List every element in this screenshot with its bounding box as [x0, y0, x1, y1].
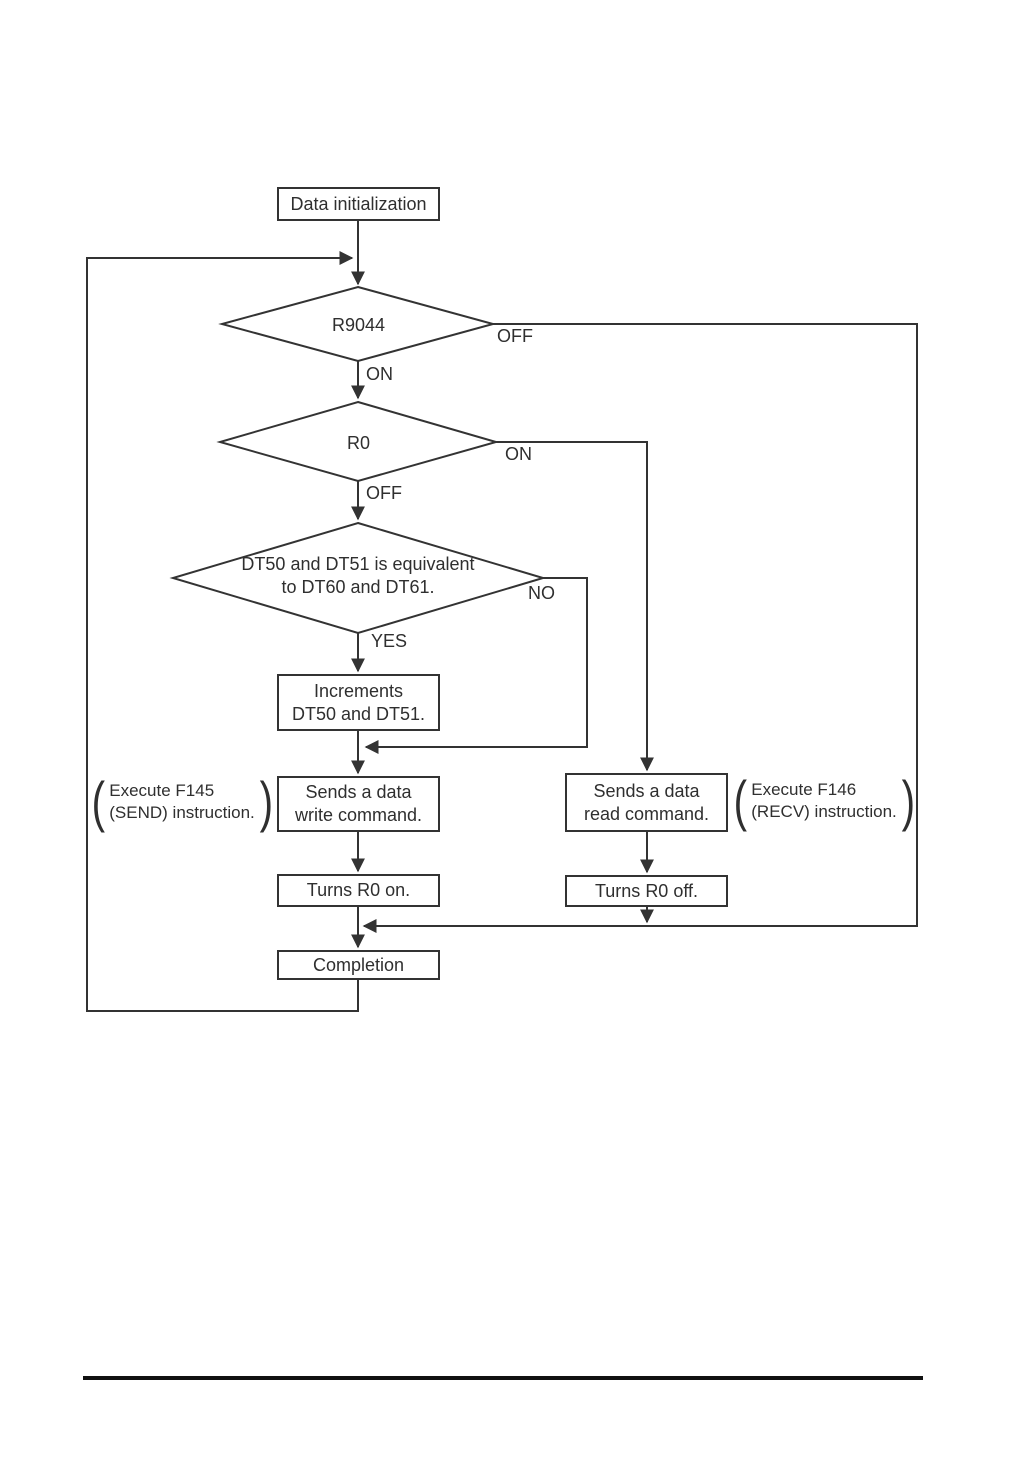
process-text-line: Turns R0 off. [594, 880, 699, 901]
footer-rule [83, 1376, 923, 1380]
start-box-label: Data initialization [290, 193, 427, 214]
connector-loop-completion-to-top [86, 251, 359, 1012]
annotation-line: (RECV) instruction. [751, 802, 897, 821]
branch-label-r9044-on: ON [366, 364, 393, 384]
process-text-line: write command. [294, 805, 423, 825]
branch-label-dt-yes: YES [371, 631, 408, 651]
process-text-line: Completion [312, 954, 405, 975]
process-turns-r0-off-box: Turns R0 off. [565, 875, 728, 907]
process-text-line: Turns R0 on. [306, 880, 411, 900]
connector-r9044-off-branch [362, 323, 918, 933]
annotation-execute-f146-recv: ( Execute F146 (RECV) instruction. ) [733, 769, 915, 832]
branch-label-dt-no: NO [528, 583, 555, 603]
branch-label-r0-off: OFF [366, 483, 402, 503]
annotation-line: Execute F145 [109, 781, 215, 800]
process-turns-r0-on-box: Turns R0 on. [277, 874, 440, 907]
annotation-execute-f145-send: ( Execute F145 (SEND) instruction. ) [91, 770, 273, 833]
branch-label-r9044-off: OFF [497, 326, 533, 346]
start-box: Data initialization [277, 187, 440, 221]
process-text-line: Sends a data [593, 780, 700, 801]
open-paren: ( [733, 769, 747, 832]
annotation-text: Execute F145 (SEND) instruction. [109, 780, 254, 824]
branch-label-r0-on: ON [505, 444, 532, 464]
connector-dt-no-branch [364, 577, 588, 754]
annotation-text: Execute F146 (RECV) instruction. [751, 779, 896, 823]
annotation-line: Execute F146 [751, 780, 857, 799]
decision-diamond-r9044 [218, 285, 497, 363]
completion-box: Completion [277, 950, 440, 980]
decision-diamond-r0 [216, 400, 500, 483]
process-send-write-box: Sends a data write command. [277, 776, 440, 832]
process-text-line: Sends a data [305, 782, 412, 802]
process-send-read-box: Sends a data read command. [565, 773, 728, 832]
process-text-line: read command. [583, 803, 710, 824]
process-text-line: DT50 and DT51. [291, 703, 426, 724]
close-paren: ) [259, 770, 273, 833]
decision-diamond-dt-compare [169, 521, 547, 635]
connector-r0-on-to-read [496, 441, 654, 772]
close-paren: ) [901, 769, 915, 832]
process-text-line: Increments [313, 680, 404, 701]
open-paren: ( [91, 770, 105, 833]
annotation-line: (SEND) instruction. [109, 803, 255, 822]
process-increments-box: Increments DT50 and DT51. [277, 674, 440, 731]
